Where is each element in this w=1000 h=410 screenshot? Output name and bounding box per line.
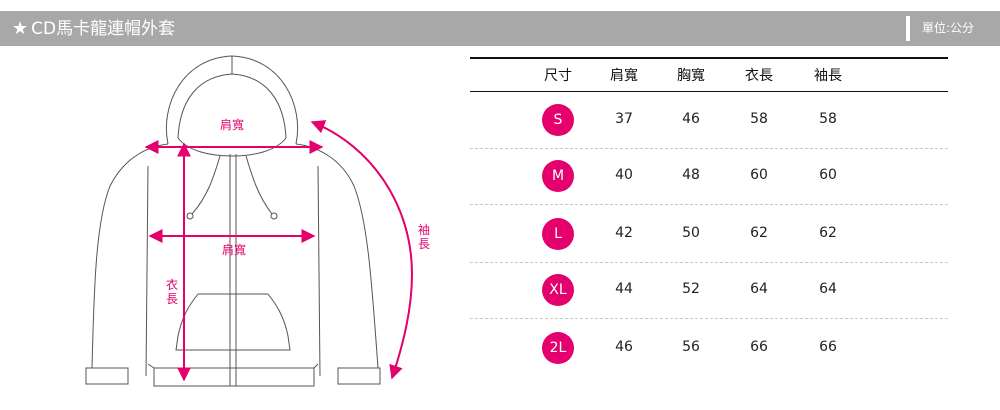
chest-value: 46 — [682, 111, 700, 127]
table-row: XL 44 52 64 64 — [470, 263, 948, 319]
size-badge: M — [542, 160, 574, 192]
table-header-rule — [470, 91, 948, 92]
title-bar: ★CD馬卡龍連帽外套 單位:公分 — [0, 11, 1000, 46]
product-name: CD馬卡龍連帽外套 — [31, 19, 176, 39]
chest-value: 52 — [682, 281, 700, 297]
table-row: S 37 46 58 58 — [470, 93, 948, 149]
shoulder-value: 42 — [615, 225, 633, 241]
header-length: 衣長 — [745, 68, 773, 84]
header-sleeve: 袖長 — [814, 68, 842, 84]
header-chest: 胸寬 — [677, 68, 705, 84]
sleeve-value: 62 — [819, 225, 837, 241]
sleeve-label: 袖長 — [417, 223, 430, 251]
row-divider — [470, 204, 948, 205]
header-shoulder: 肩寬 — [610, 68, 638, 84]
shoulder-value: 40 — [615, 167, 633, 183]
size-badge: 2L — [542, 332, 574, 364]
page-title: ★CD馬卡龍連帽外套 — [12, 11, 175, 46]
row-divider — [470, 262, 948, 263]
chest-value: 56 — [682, 339, 700, 355]
chest-label: 肩寬 — [222, 243, 247, 257]
sleeve-value: 60 — [819, 167, 837, 183]
shoulder-value: 37 — [615, 111, 633, 127]
length-value: 66 — [750, 339, 768, 355]
size-badge: L — [542, 218, 574, 250]
row-divider — [470, 318, 948, 319]
table-row: 2L 46 56 66 66 — [470, 321, 948, 377]
sleeve-value: 58 — [819, 111, 837, 127]
length-label: 衣長 — [165, 278, 178, 306]
length-value: 64 — [750, 281, 768, 297]
table-row: M 40 48 60 60 — [470, 149, 948, 205]
header-size: 尺寸 — [544, 68, 572, 84]
unit-label: 單位:公分 — [922, 21, 975, 35]
star-icon: ★ — [12, 18, 29, 39]
sleeve-value: 66 — [819, 339, 837, 355]
size-badge: XL — [542, 274, 574, 306]
row-divider — [470, 148, 948, 149]
size-badge: S — [542, 104, 574, 136]
length-value: 60 — [750, 167, 768, 183]
chest-value: 48 — [682, 167, 700, 183]
table-top-rule — [470, 57, 948, 59]
chest-value: 50 — [682, 225, 700, 241]
shoulder-label: 肩寬 — [220, 118, 245, 132]
length-value: 58 — [750, 111, 768, 127]
sleeve-value: 64 — [819, 281, 837, 297]
table-row: L 42 50 62 62 — [470, 207, 948, 263]
shoulder-value: 44 — [615, 281, 633, 297]
length-value: 62 — [750, 225, 768, 241]
hoodie-diagram — [85, 55, 414, 387]
divider — [906, 16, 910, 41]
shoulder-value: 46 — [615, 339, 633, 355]
